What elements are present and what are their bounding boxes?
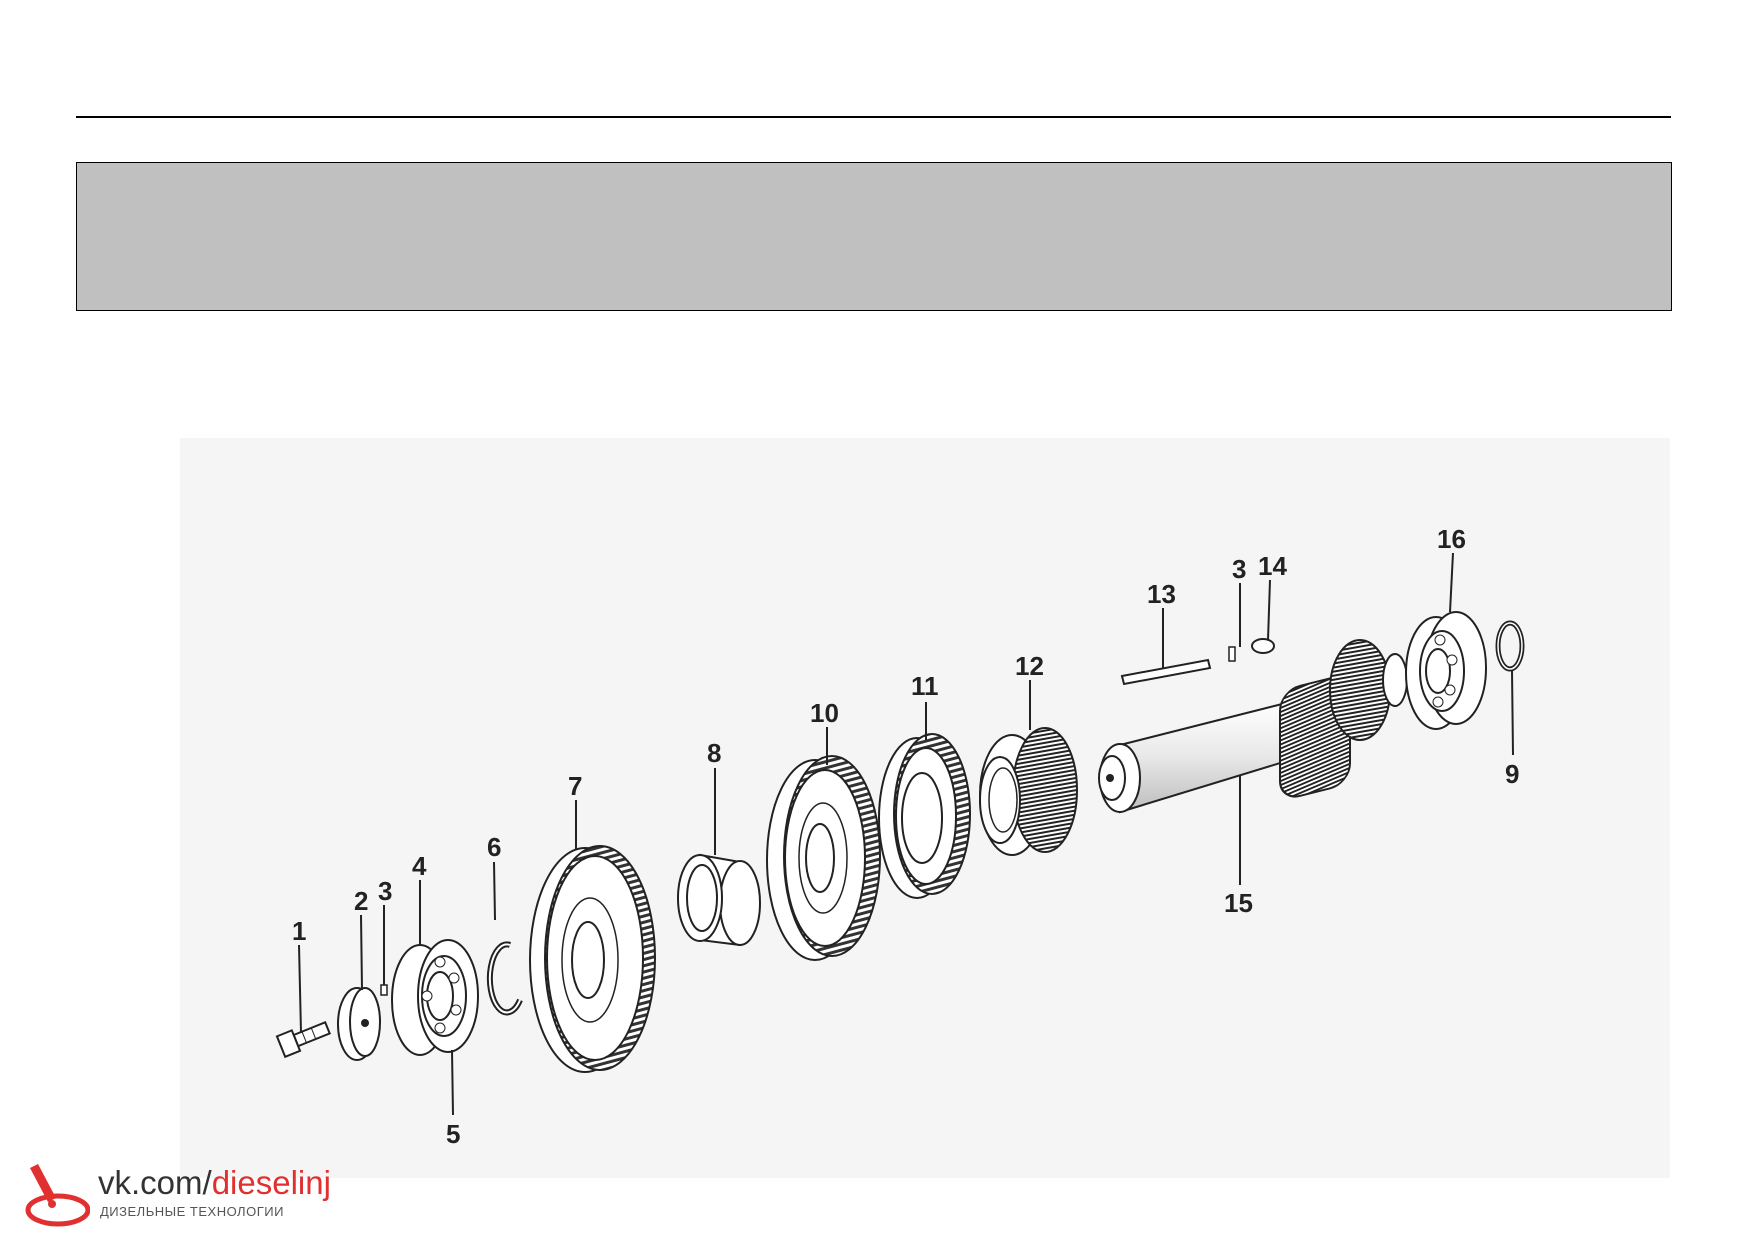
callout-13: 13 (1147, 579, 1176, 609)
callout-16: 16 (1437, 524, 1466, 554)
part-14-key (1251, 638, 1275, 654)
watermark-subtitle: ДИЗЕЛЬНЫЕ ТЕХНОЛОГИИ (100, 1204, 284, 1219)
callout-7: 7 (568, 771, 582, 801)
callout-4: 4 (412, 851, 427, 881)
part-4-bearing (391, 939, 479, 1056)
leader-lines (298, 552, 1514, 1116)
part-16-bearing (1405, 611, 1487, 730)
part-1-bolt (275, 1020, 331, 1059)
callout-14: 14 (1258, 551, 1287, 581)
callout-11: 11 (911, 671, 939, 701)
callout-10: 10 (810, 698, 839, 728)
part-8-bushing (677, 853, 761, 947)
watermark-url-accent: dieselinj (211, 1164, 331, 1201)
part-3-pin (380, 984, 388, 996)
callout-2: 2 (354, 886, 368, 916)
callout-1: 1 (292, 916, 306, 946)
part-2-washer (337, 987, 381, 1061)
part-9-snap-ring (1495, 620, 1525, 672)
watermark: vk.com/dieselinj ДИЗЕЛЬНЫЕ ТЕХНОЛОГИИ (18, 1162, 331, 1232)
part-15-shaft (1098, 639, 1408, 814)
part-10-gear (766, 755, 881, 961)
watermark-url-prefix: vk.com/ (98, 1164, 212, 1201)
callout-6: 6 (487, 832, 501, 862)
part-6-snap-ring (486, 941, 523, 1016)
callout-3-upper: 3 (1232, 554, 1246, 584)
callout-8: 8 (707, 738, 721, 768)
callout-15: 15 (1224, 888, 1253, 918)
injector-logo-icon (25, 1164, 90, 1227)
part-11-gear (878, 733, 971, 899)
callout-3: 3 (378, 876, 392, 906)
part-3-pin-2 (1228, 646, 1236, 662)
callout-12: 12 (1015, 651, 1044, 681)
callout-9: 9 (1505, 759, 1519, 789)
part-7-gear (529, 845, 656, 1073)
header-band (76, 162, 1672, 311)
part-12-gear (979, 727, 1078, 856)
watermark-url: vk.com/dieselinj (98, 1164, 331, 1202)
part-13-rod (1120, 658, 1212, 686)
top-rule (76, 116, 1671, 118)
callout-5: 5 (446, 1119, 460, 1149)
